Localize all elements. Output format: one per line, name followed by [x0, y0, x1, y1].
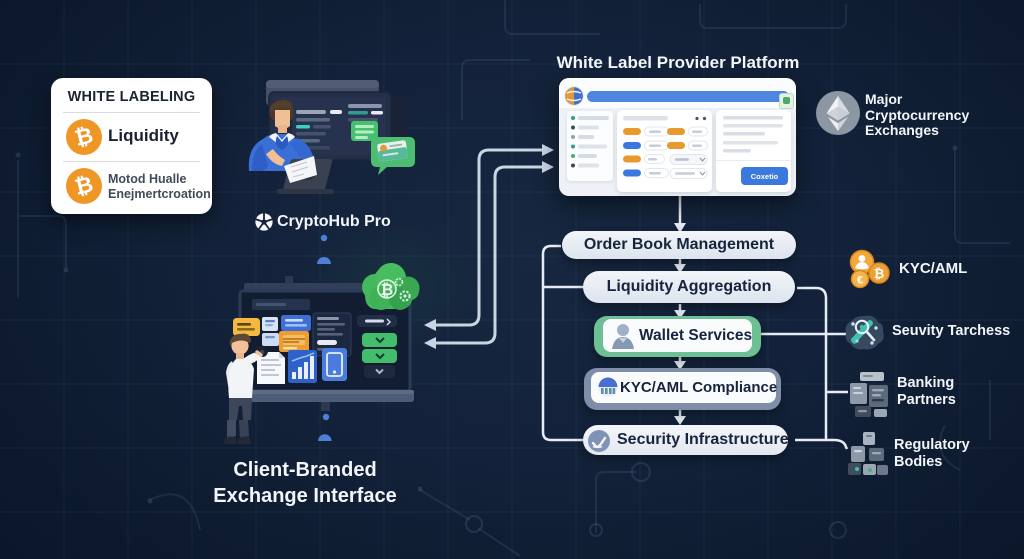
- svg-text:Coxetio: Coxetio: [751, 172, 779, 181]
- svg-text:₿: ₿: [874, 266, 885, 281]
- svg-text:€: €: [857, 275, 863, 287]
- svg-text:₿: ₿: [381, 282, 394, 299]
